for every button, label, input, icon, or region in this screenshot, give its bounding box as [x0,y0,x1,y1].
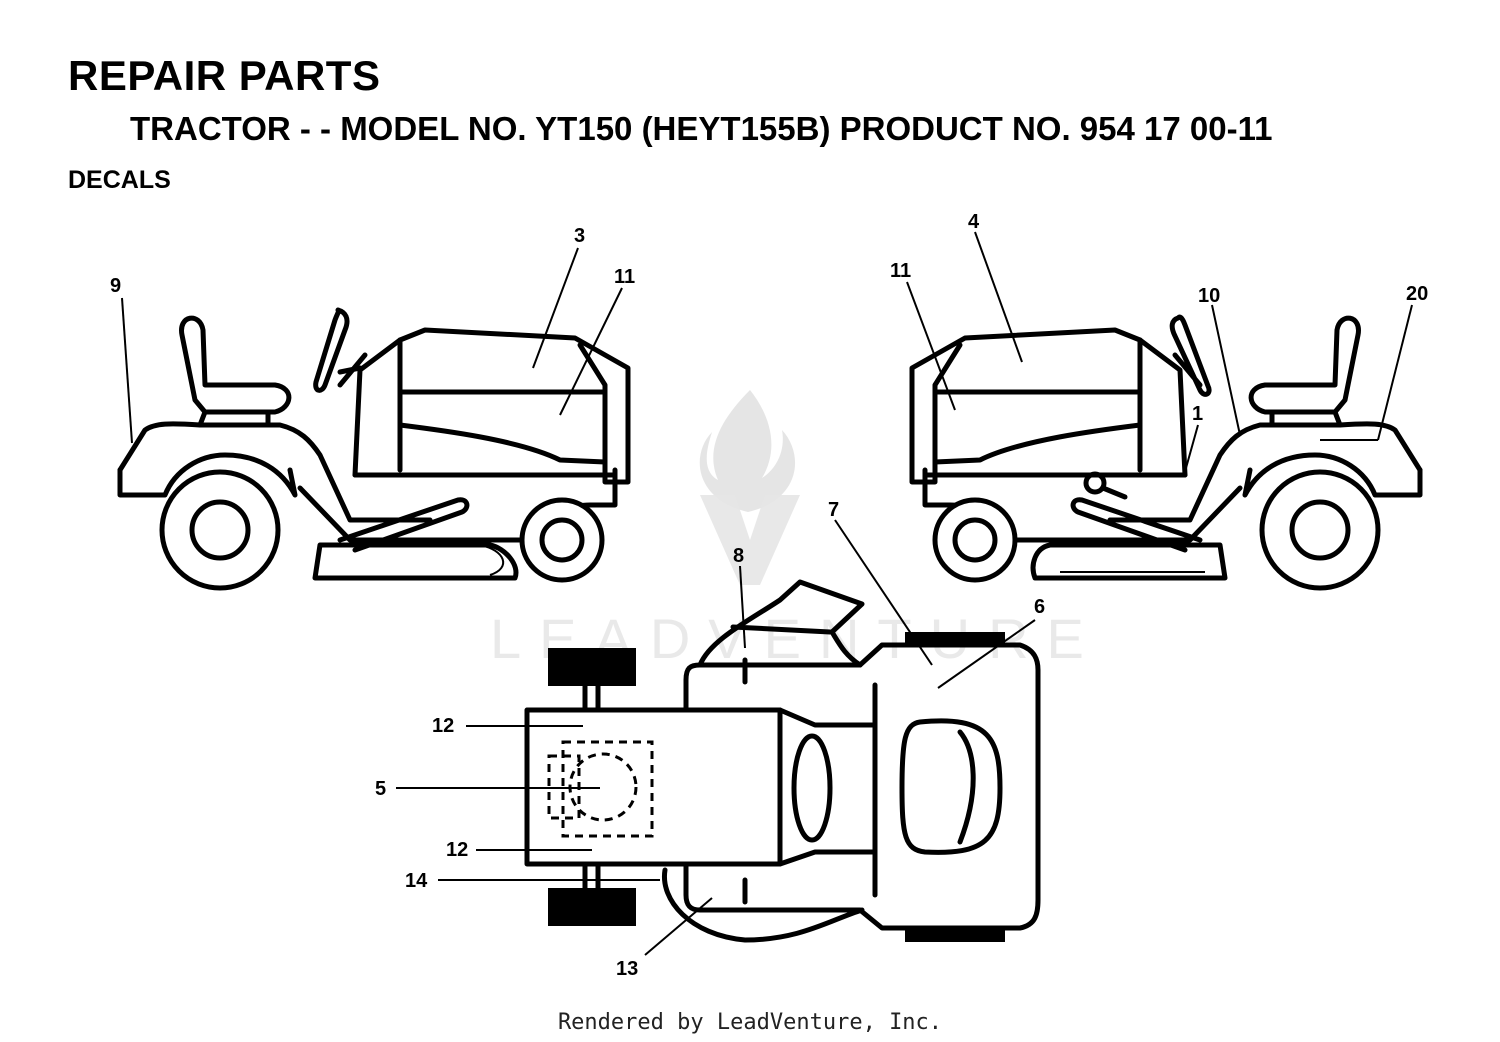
page-title: REPAIR PARTS [68,52,381,99]
leader-lines [121,231,1413,956]
callout-1: 1 [1192,403,1203,425]
tractor-top-view [524,579,1041,943]
callout-6: 6 [1034,596,1045,618]
callout-8: 8 [733,545,744,567]
callout-3: 3 [574,225,585,247]
callout-5: 5 [375,778,386,800]
callout-11-right: 11 [890,260,911,282]
callout-13: 13 [616,958,638,980]
callout-11-left: 11 [614,266,635,288]
callout-12-top: 12 [432,715,454,737]
tractor-right-view [909,314,1423,591]
model-subtitle: TRACTOR - - MODEL NO. YT150 (HEYT155B) P… [130,110,1273,147]
footer-credit: Rendered by LeadVenture, Inc. [557,1010,943,1035]
callout-10: 10 [1198,285,1220,307]
callout-12-bottom: 12 [446,839,468,861]
callout-20: 20 [1406,283,1428,305]
callout-9: 9 [110,275,121,297]
section-heading: DECALS [68,166,171,194]
callout-numbers: 9 3 11 4 11 10 1 20 7 8 6 12 5 12 14 13 [110,211,1428,980]
tractor-left-view [117,307,631,591]
callout-4: 4 [968,211,980,233]
callout-7: 7 [828,499,839,521]
callout-14: 14 [405,870,428,892]
